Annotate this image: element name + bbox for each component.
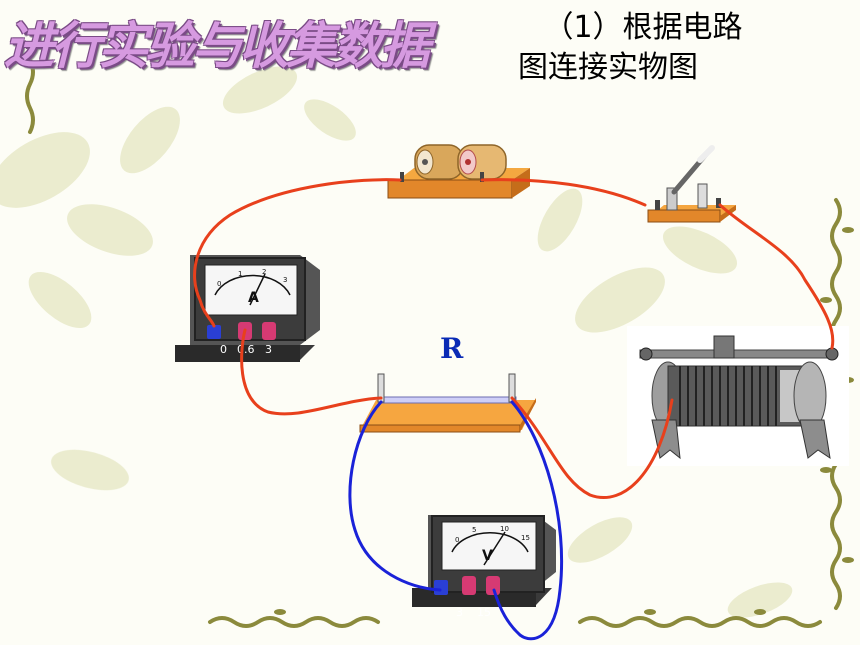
- ammeter-icon: A 0 1 2 3 0 0.6 3: [175, 255, 320, 362]
- ammeter-scale-0: 0: [217, 280, 221, 288]
- step-line-1: （1）根据电路: [543, 10, 743, 45]
- step-instruction: （1）根据电路 图连接实物图: [508, 8, 778, 88]
- ammeter-label-3: 3: [265, 343, 272, 356]
- ammeter-scale-2: 2: [262, 268, 266, 276]
- wire-resistor-to-voltmeter-negative: [348, 400, 442, 592]
- voltmeter-terminal-3: [462, 576, 476, 595]
- battery-icon: [387, 144, 530, 199]
- ammeter-scale-3: 3: [283, 276, 287, 284]
- wire-switch-to-rheostat: [718, 203, 835, 350]
- wire-battery-to-ammeter: [193, 178, 402, 328]
- slide-title: 进行实验与收集数据: [4, 16, 430, 75]
- voltmeter-icon: V 0 5 10 15 3 15: [412, 515, 556, 619]
- wire-battery-to-switch: [480, 178, 647, 207]
- resistor-label: R: [440, 332, 464, 365]
- leaf-decoration: [0, 66, 793, 618]
- voltmeter-scale-1: 5: [472, 526, 476, 534]
- step-line-2: 图连接实物图: [518, 50, 698, 85]
- wire-resistor-to-voltmeter-15: [492, 400, 564, 641]
- svg-text:0: 0: [220, 343, 227, 356]
- voltmeter-terminal-15: [486, 576, 500, 595]
- switch-icon: [647, 145, 736, 223]
- ammeter-unit: A: [248, 290, 259, 306]
- voltmeter-negative-terminal: [434, 580, 448, 595]
- resistor-icon: [359, 373, 536, 433]
- ammeter-label-0.6: 0.6: [237, 343, 255, 356]
- wire-ammeter-to-resistor: [240, 328, 383, 416]
- ammeter-negative-terminal: [207, 325, 221, 339]
- red-wires: [193, 178, 835, 499]
- wire-resistor-to-rheostat: [510, 396, 674, 499]
- voltmeter-unit: V: [482, 548, 493, 564]
- voltmeter-scale-2: 10: [500, 525, 509, 533]
- voltmeter-scale-3: 15: [521, 534, 530, 542]
- blue-wires: [348, 400, 564, 641]
- ammeter-terminal-3: [262, 322, 276, 340]
- voltmeter-label-15: 15: [477, 606, 491, 619]
- ammeter-scale-1: 1: [238, 270, 242, 278]
- rheostat-icon: [639, 335, 839, 460]
- voltmeter-label-3: 3: [456, 606, 463, 619]
- voltmeter-scale-0: 0: [455, 536, 459, 544]
